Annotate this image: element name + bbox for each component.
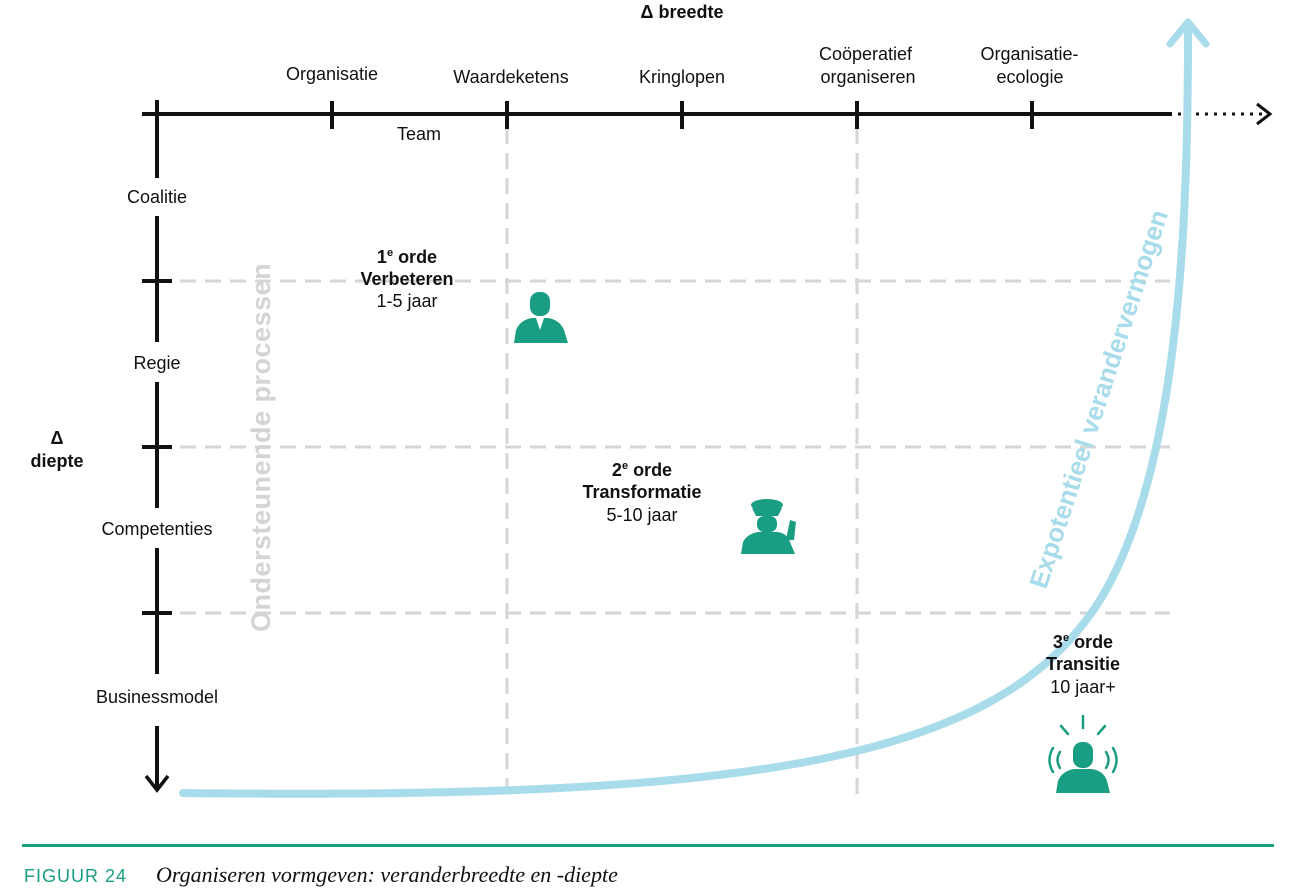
x-start-label: Team (397, 124, 441, 144)
y-axis-label: diepte (30, 451, 83, 471)
alarmed-person-icon (1048, 714, 1118, 793)
x-tick-kringlopen: Kringlopen (639, 67, 725, 87)
grid (180, 128, 1170, 795)
order-2: 2e orde Transformatie 5-10 jaar (582, 460, 701, 525)
order-3-name: Transitie (1046, 654, 1120, 674)
order-1-name: Verbeteren (360, 269, 453, 289)
manager-person-icon (514, 292, 568, 343)
y-level-coalitie: Coalitie (127, 187, 187, 207)
officer-person-icon (741, 499, 796, 554)
svg-text:3e orde: 3e orde (1053, 632, 1113, 652)
order-3-duration: 10 jaar+ (1050, 677, 1116, 697)
y-level-competenties: Competenties (101, 519, 212, 539)
y-level-businessmodel: Businessmodel (96, 687, 218, 707)
svg-text:1e orde: 1e orde (377, 247, 437, 267)
x-tick-cooperatief: Coöperatief organiseren (819, 44, 917, 87)
x-axis (142, 101, 1273, 129)
order-3: 3e orde Transitie 10 jaar+ (1046, 632, 1120, 697)
curve-label: Expotentieel verandervermogen (1023, 206, 1174, 592)
vertical-watermark: Ondersteunende processen (246, 263, 276, 632)
order-2-duration: 5-10 jaar (606, 505, 677, 525)
exponential-curve (179, 18, 1210, 798)
y-level-regie: Regie (133, 353, 180, 373)
curve-arrowhead (1166, 18, 1210, 48)
x-tick-organisatie-ecologie: Organisatie- ecologie (980, 44, 1083, 87)
x-tick-waardeketens: Waardeketens (453, 67, 568, 87)
y-axis (142, 100, 172, 793)
breedte-title: Δ breedte (641, 2, 724, 22)
y-axis-delta: Δ (51, 428, 64, 448)
figure-number: FIGUUR 24 (24, 866, 128, 886)
order-1-duration: 1-5 jaar (376, 291, 437, 311)
x-tick-organisatie: Organisatie (286, 64, 378, 84)
svg-text:2e orde: 2e orde (612, 460, 672, 480)
figure-caption: Organiseren vormgeven: veranderbreedte e… (156, 862, 618, 887)
order-1: 1e orde Verbeteren 1-5 jaar (360, 247, 453, 311)
caption-rule (22, 844, 1274, 847)
order-2-name: Transformatie (582, 482, 701, 502)
